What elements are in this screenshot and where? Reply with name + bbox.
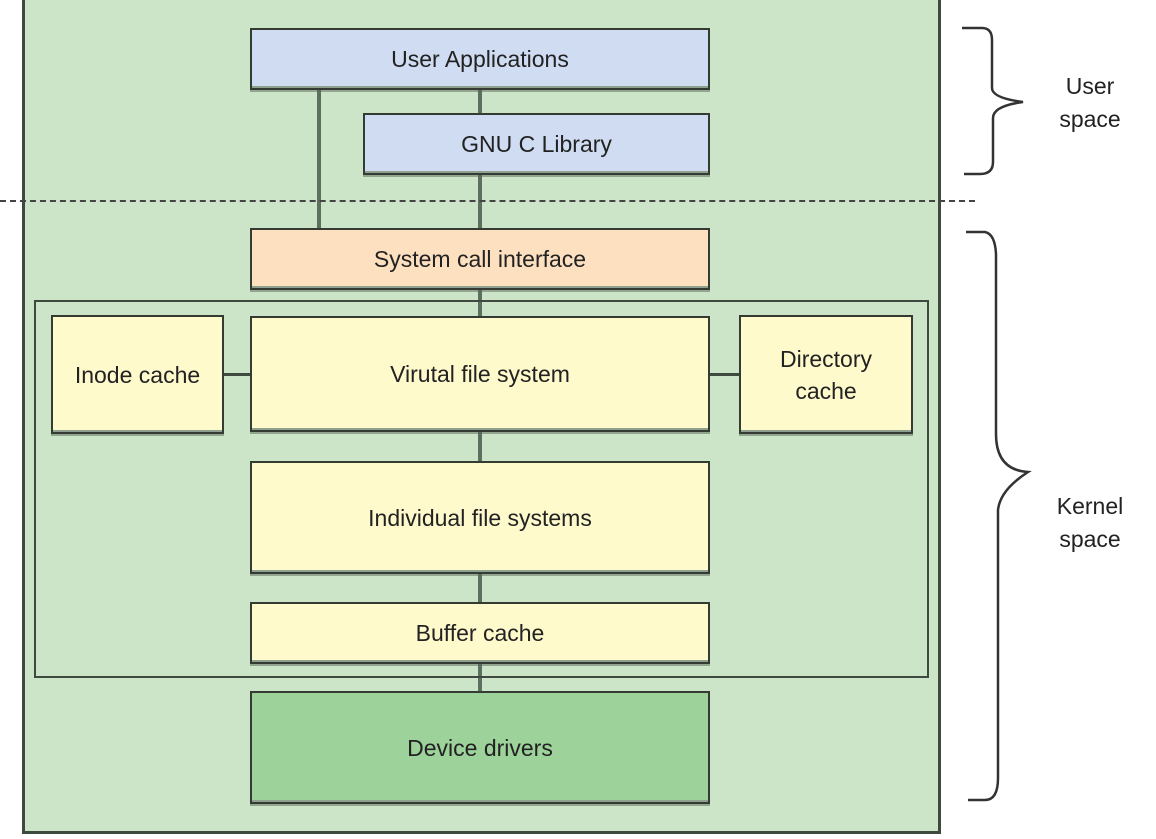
user-space-label-line1: User [1065, 73, 1115, 99]
user-space-label-line2: space [1059, 106, 1121, 132]
box-buffer-cache: Buffer cache [250, 602, 710, 664]
box-buffer-cache-label: Buffer cache [415, 620, 545, 646]
connector-vfs-to-individual-fs [478, 430, 482, 463]
box-directory-cache: Directory cache [739, 315, 913, 434]
vfs-subsystem-group [34, 300, 929, 678]
box-user-applications: User Applications [250, 28, 710, 90]
user-space-label: User space [1040, 70, 1140, 136]
box-directory-cache-label-line1: Directory [779, 345, 872, 372]
user-kernel-boundary-line [0, 200, 975, 202]
box-individual-file-systems: Individual file systems [250, 461, 710, 574]
connector-apps-to-glibc [478, 88, 482, 115]
box-inode-cache-label: Inode cache [74, 361, 201, 388]
connector-glibc-to-syscall [478, 174, 482, 230]
kernel-space-label: Kernel space [1040, 490, 1140, 556]
box-gnu-c-library: GNU C Library [363, 113, 710, 175]
kernel-space-brace-icon [966, 230, 1032, 802]
box-system-call-interface: System call interface [250, 228, 710, 290]
box-user-applications-label: User Applications [391, 46, 569, 72]
connector-syscall-to-vfs [478, 288, 482, 318]
box-virtual-file-system-label: Virutal file system [390, 361, 570, 387]
connector-inode-to-vfs [223, 373, 251, 376]
connector-vfs-to-dircache [708, 373, 741, 376]
box-individual-file-systems-label: Individual file systems [368, 504, 592, 531]
box-inode-cache: Inode cache [51, 315, 224, 434]
box-gnu-c-library-label: GNU C Library [461, 131, 612, 157]
connector-apps-to-syscall [317, 88, 321, 230]
box-device-drivers: Device drivers [250, 691, 710, 804]
box-directory-cache-label-line2: cache [795, 377, 857, 404]
box-virtual-file-system: Virutal file system [250, 316, 710, 432]
kernel-space-label-line1: Kernel [1056, 493, 1124, 519]
box-system-call-interface-label: System call interface [373, 246, 587, 272]
kernel-space-label-line2: space [1059, 526, 1121, 552]
user-space-brace-icon [962, 26, 1024, 176]
box-device-drivers-label: Device drivers [407, 734, 553, 761]
connector-individual-fs-to-buffer [478, 572, 482, 604]
